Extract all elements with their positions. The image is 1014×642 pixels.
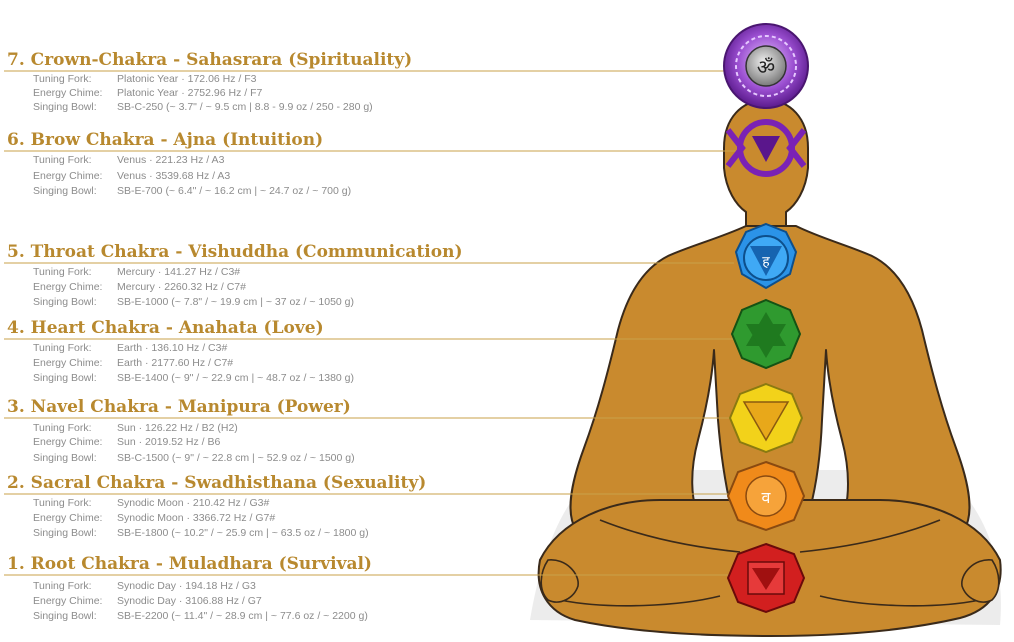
navel-chakra-symbol (728, 382, 804, 454)
label: Tuning Fork: (33, 73, 92, 85)
value: SB-E-2200 (~ 11.4" / ~ 28.9 cm | ~ 77.6 … (117, 610, 368, 622)
throat-chakra-symbol: ह (734, 222, 798, 290)
chakra-4-singing-bowl: Singing Bowl: SB-E-1400 (~ 9" / ~ 22.9 cm… (33, 372, 354, 385)
chakra-4-title: 4. Heart Chakra - Anahata (Love) (7, 318, 324, 338)
label: Tuning Fork: (33, 154, 92, 166)
chakra-2-tuning-fork: Tuning Fork: Synodic Moon · 210.42 Hz / G… (33, 497, 269, 510)
label: Energy Chime: (33, 436, 103, 448)
value: Venus · 3539.68 Hz / A3 (117, 170, 231, 182)
value: Synodic Day · 194.18 Hz / G3 (117, 580, 256, 592)
label: Tuning Fork: (33, 342, 92, 354)
label: Tuning Fork: (33, 497, 92, 509)
label: Singing Bowl: (33, 185, 97, 197)
value: SB-E-1000 (~ 7.8" / ~ 19.9 cm | ~ 37 oz … (117, 296, 355, 308)
chakra-5-energy-chime: Energy Chime: Mercury · 2260.32 Hz / C7# (33, 281, 246, 294)
root-chakra-symbol (726, 542, 806, 614)
sacral-chakra-symbol: व (726, 460, 806, 532)
value: SB-E-1800 (~ 10.2" / ~ 25.9 cm | ~ 63.5 … (117, 527, 369, 539)
label: Singing Bowl: (33, 372, 97, 384)
chakra-3-tuning-fork: Tuning Fork: Sun · 126.22 Hz / B2 (H2) (33, 422, 238, 435)
value: Synodic Moon · 210.42 Hz / G3# (117, 497, 270, 509)
chakra-4-energy-chime: Energy Chime: Earth · 2177.60 Hz / C7# (33, 357, 233, 370)
chakra-7-energy-chime: Energy Chime: Platonic Year · 2752.96 Hz … (33, 87, 262, 100)
chakra-7-singing-bowl: Singing Bowl: SB-C-250 (~ 3.7" / ~ 9.5 cm… (33, 101, 373, 114)
value: Venus · 221.23 Hz / A3 (117, 154, 225, 166)
label: Energy Chime: (33, 170, 103, 182)
chakra-6-singing-bowl: Singing Bowl: SB-E-700 (~ 6.4" / ~ 16.2 c… (33, 185, 351, 198)
heart-chakra-symbol (730, 298, 802, 370)
label: Energy Chime: (33, 595, 103, 607)
chakra-7-tuning-fork: Tuning Fork: Platonic Year · 172.06 Hz / … (33, 73, 257, 86)
chakra-2-energy-chime: Energy Chime: Synodic Moon · 3366.72 Hz /… (33, 512, 275, 525)
label: Singing Bowl: (33, 610, 97, 622)
label: Energy Chime: (33, 87, 103, 99)
hands (540, 559, 1000, 603)
chakra-1-title: 1. Root Chakra - Muladhara (Survival) (7, 554, 372, 574)
chakra-5-singing-bowl: Singing Bowl: SB-E-1000 (~ 7.8" / ~ 19.9 … (33, 296, 354, 309)
leg-lines (559, 519, 981, 607)
label: Singing Bowl: (33, 296, 97, 308)
chakra-5-tuning-fork: Tuning Fork: Mercury · 141.27 Hz / C3# (33, 266, 240, 279)
svg-text:व: व (762, 488, 772, 507)
chakra-3-title: 3. Navel Chakra - Manipura (Power) (7, 397, 351, 417)
value: Synodic Moon · 3366.72 Hz / G7# (117, 512, 276, 524)
chakra-3-energy-chime: Energy Chime: Sun · 2019.52 Hz / B6 (33, 436, 220, 449)
value: Mercury · 141.27 Hz / C3# (117, 266, 241, 278)
chakra-3-singing-bowl: Singing Bowl: SB-C-1500 (~ 9" / ~ 22.8 cm… (33, 452, 355, 465)
chakra-1-singing-bowl: Singing Bowl: SB-E-2200 (~ 11.4" / ~ 28.9… (33, 610, 368, 623)
value: Earth · 136.10 Hz / C3# (117, 342, 228, 354)
value: Sun · 126.22 Hz / B2 (H2) (117, 422, 238, 434)
value: Platonic Year · 172.06 Hz / F3 (117, 73, 257, 85)
chakra-7-title: 7. Crown-Chakra - Sahasrara (Spiritualit… (7, 50, 413, 70)
chakra-2-singing-bowl: Singing Bowl: SB-E-1800 (~ 10.2" / ~ 25.9… (33, 527, 369, 540)
value: Sun · 2019.52 Hz / B6 (117, 436, 221, 448)
svg-text:ॐ: ॐ (757, 55, 775, 79)
label: Singing Bowl: (33, 452, 97, 464)
value: SB-E-1400 (~ 9" / ~ 22.9 cm | ~ 48.7 oz … (117, 372, 355, 384)
chakra-6-energy-chime: Energy Chime: Venus · 3539.68 Hz / A3 (33, 170, 230, 183)
label: Singing Bowl: (33, 101, 97, 113)
value: Earth · 2177.60 Hz / C7# (117, 357, 234, 369)
label: Tuning Fork: (33, 580, 92, 592)
chakra-1-tuning-fork: Tuning Fork: Synodic Day · 194.18 Hz / G3 (33, 580, 256, 593)
brow-chakra-symbol (725, 119, 807, 177)
chakra-4-tuning-fork: Tuning Fork: Earth · 136.10 Hz / C3# (33, 342, 227, 355)
label: Energy Chime: (33, 281, 103, 293)
leader-rules (4, 70, 736, 576)
value: Synodic Day · 3106.88 Hz / G7 (117, 595, 262, 607)
svg-text:ह: ह (762, 254, 770, 270)
value: SB-C-1500 (~ 9" / ~ 22.8 cm | ~ 52.9 oz … (117, 452, 355, 464)
value: Mercury · 2260.32 Hz / C7# (117, 281, 246, 293)
chakra-2-title: 2. Sacral Chakra - Swadhisthana (Sexuali… (7, 473, 427, 493)
chakra-6-title: 6. Brow Chakra - Ajna (Intuition) (7, 130, 324, 150)
label: Singing Bowl: (33, 527, 97, 539)
chakra-1-energy-chime: Energy Chime: Synodic Day · 3106.88 Hz / … (33, 595, 262, 608)
crown-chakra-symbol: ॐ (723, 23, 809, 109)
chakra-6-tuning-fork: Tuning Fork: Venus · 221.23 Hz / A3 (33, 154, 224, 167)
label: Energy Chime: (33, 512, 103, 524)
value: SB-E-700 (~ 6.4" / ~ 16.2 cm | ~ 24.7 oz… (117, 185, 352, 197)
value: Platonic Year · 2752.96 Hz / F7 (117, 87, 263, 99)
chakra-5-title: 5. Throat Chakra - Vishuddha (Communicat… (7, 242, 463, 262)
label: Tuning Fork: (33, 422, 92, 434)
value: SB-C-250 (~ 3.7" / ~ 9.5 cm | 8.8 - 9.9 … (117, 101, 373, 113)
label: Tuning Fork: (33, 266, 92, 278)
label: Energy Chime: (33, 357, 103, 369)
